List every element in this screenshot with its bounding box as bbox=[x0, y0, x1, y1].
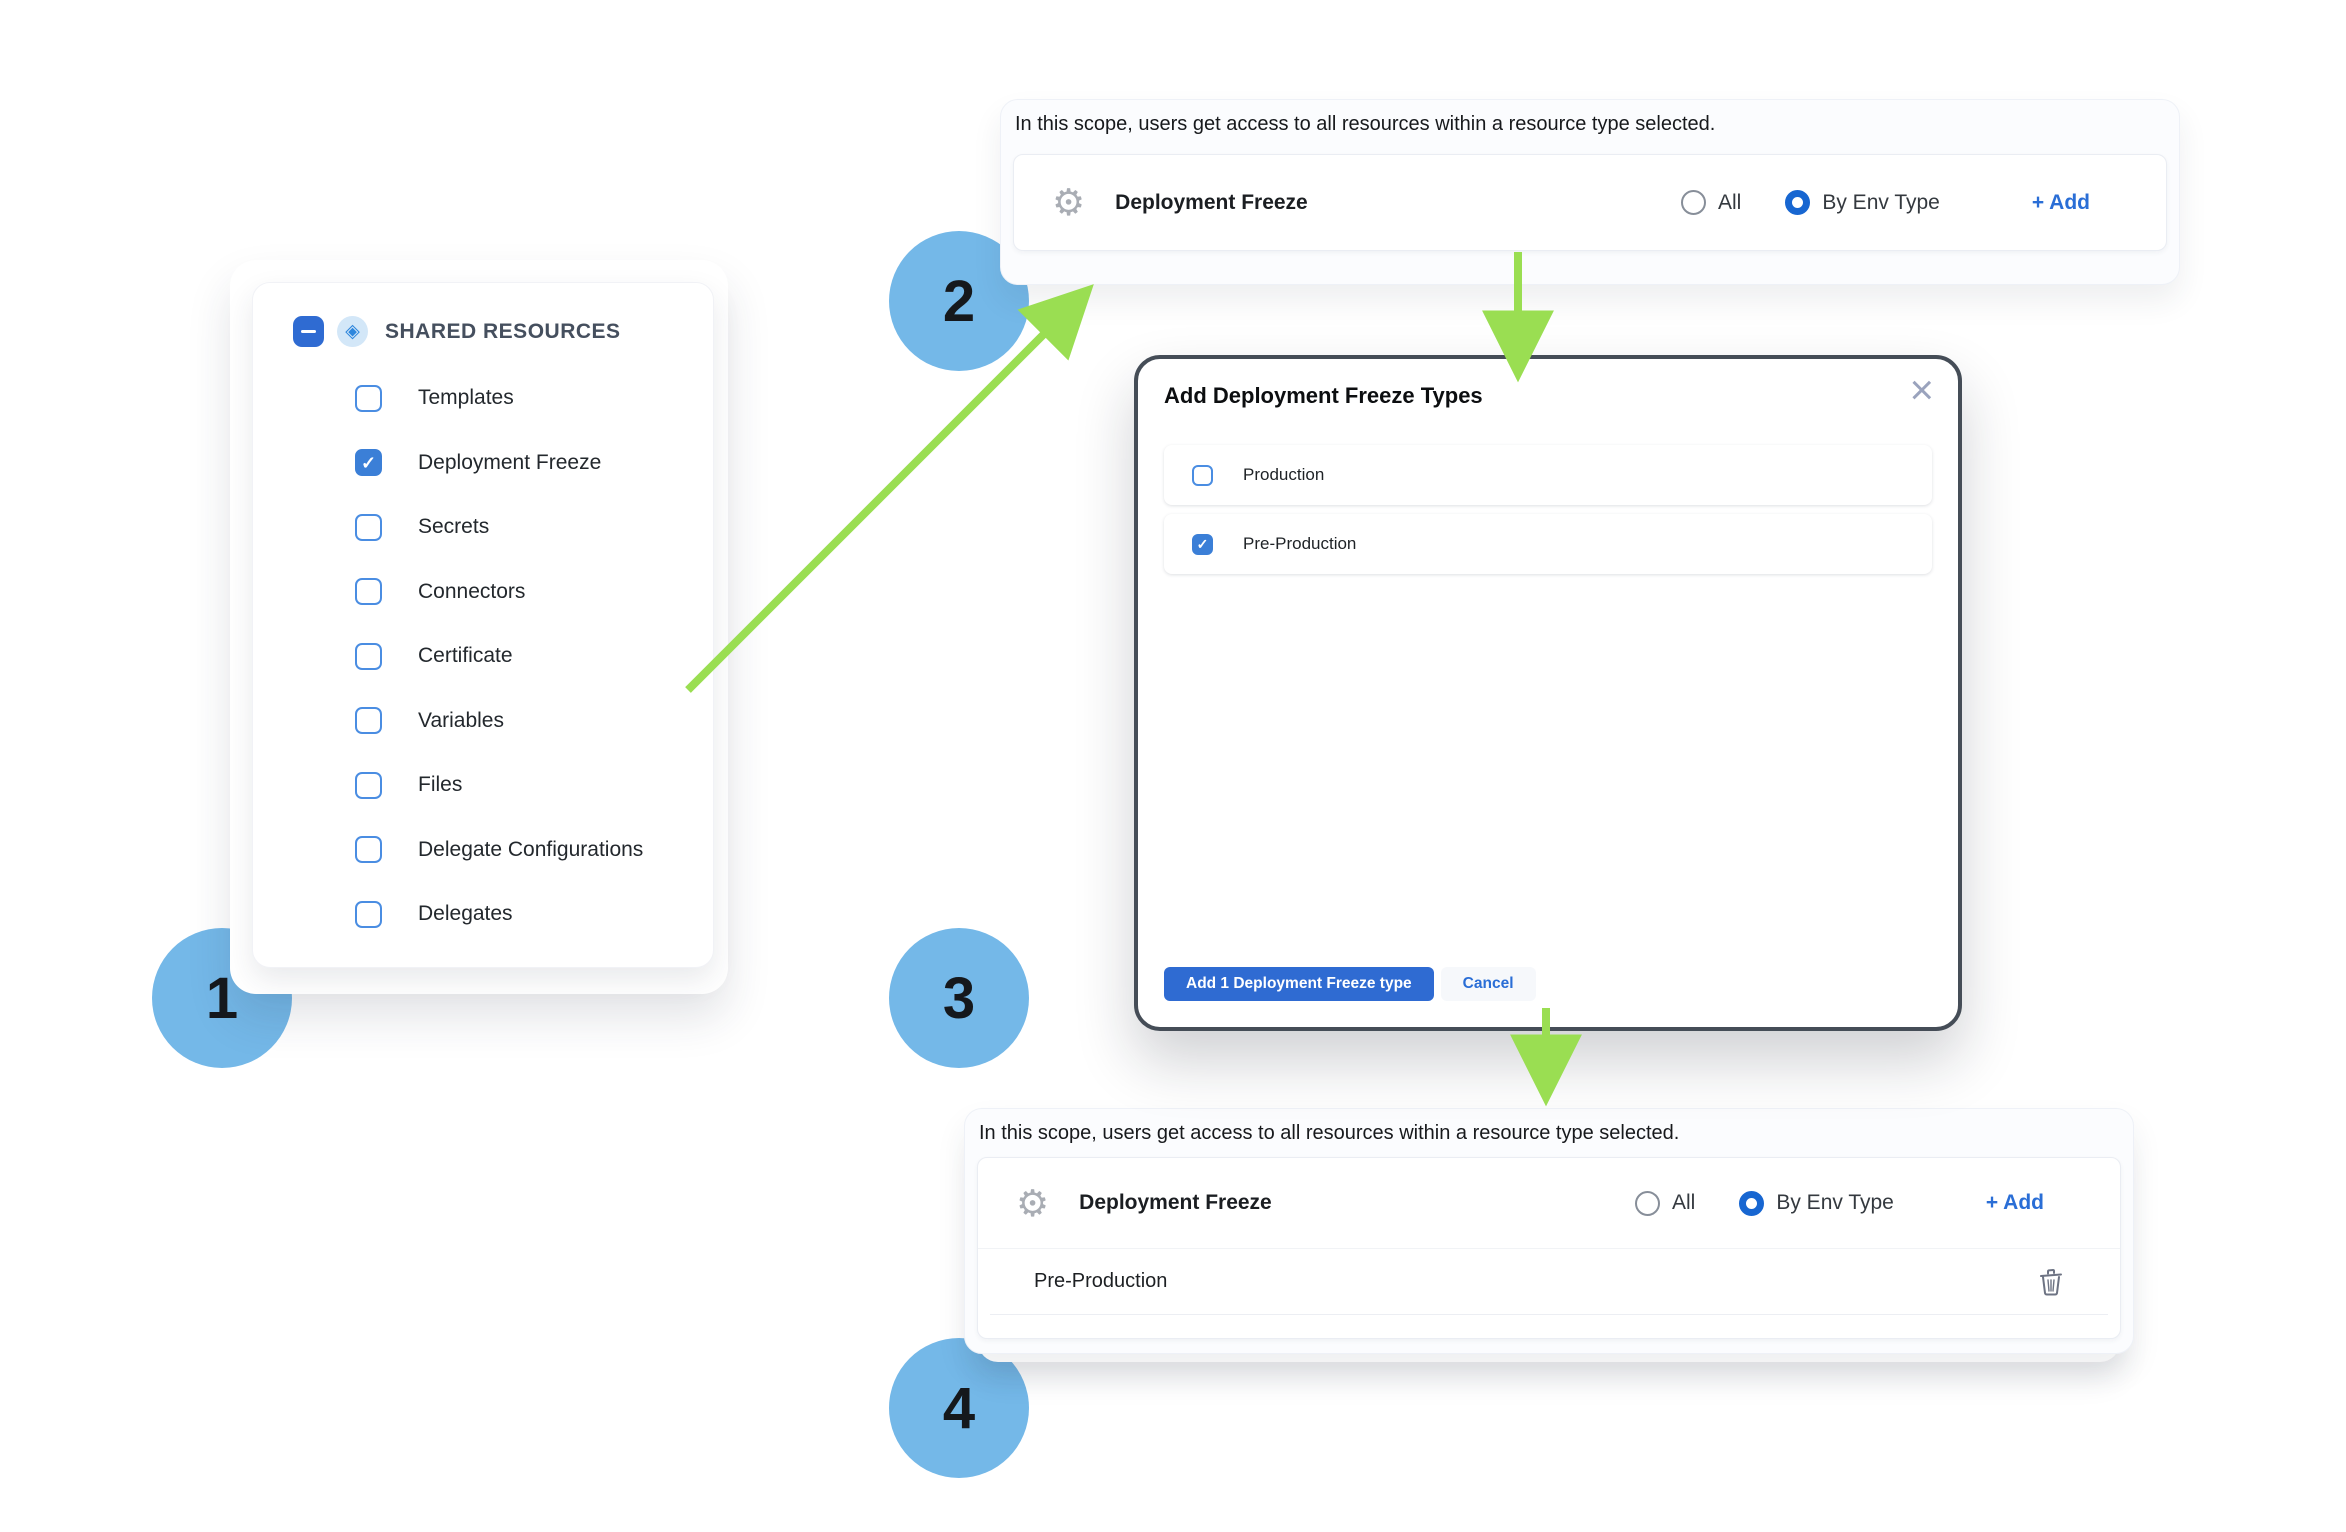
shared-resources-panel: ◈ SHARED RESOURCES ✓ Templates ✓ Deploym… bbox=[252, 282, 714, 968]
list-item-delegates: ✓ Delegates bbox=[355, 882, 693, 947]
scope-radio-group: All By Env Type + Add bbox=[1681, 190, 2090, 215]
checkbox-pre-production[interactable]: ✓ bbox=[1192, 533, 1213, 555]
list-item-secrets: ✓ Secrets bbox=[355, 495, 693, 560]
checkbox-files[interactable]: ✓ bbox=[355, 771, 382, 799]
option-label: Production bbox=[1243, 465, 1325, 484]
list-item-files: ✓ Files bbox=[355, 753, 693, 818]
radio-by-env-type[interactable] bbox=[1785, 190, 1811, 215]
checkbox-delegate-configurations[interactable]: ✓ bbox=[355, 836, 382, 864]
radio-by-env-type-label: By Env Type bbox=[1822, 190, 1940, 214]
check-icon: ✓ bbox=[360, 452, 377, 473]
scope-panel-top: In this scope, users get access to all r… bbox=[1000, 99, 2180, 285]
trash-icon[interactable] bbox=[2038, 1268, 2064, 1296]
item-label: Templates bbox=[418, 386, 514, 410]
scope-description: In this scope, users get access to all r… bbox=[979, 1122, 1680, 1144]
minus-icon bbox=[301, 329, 316, 334]
shared-resources-title: SHARED RESOURCES bbox=[385, 319, 621, 343]
item-label: Files bbox=[418, 773, 463, 797]
option-row-production: ✓ Production bbox=[1164, 445, 1932, 505]
scope-description: In this scope, users get access to all r… bbox=[1015, 113, 1716, 135]
list-item-variables: ✓ Variables bbox=[355, 689, 693, 754]
resource-type-row: ⚙ Deployment Freeze All By Env Type + Ad… bbox=[1013, 154, 2167, 251]
add-link[interactable]: + Add bbox=[2031, 190, 2090, 214]
list-item-certificate: ✓ Certificate bbox=[355, 624, 693, 689]
checkbox-secrets[interactable]: ✓ bbox=[355, 513, 382, 541]
resource-type-label: Deployment Freeze bbox=[1115, 190, 1308, 214]
item-label: Secrets bbox=[418, 515, 490, 539]
radio-all[interactable] bbox=[1681, 190, 1706, 215]
option-row-pre-production: ✓ Pre-Production bbox=[1164, 514, 1932, 574]
checkbox-certificate[interactable]: ✓ bbox=[355, 642, 382, 670]
checkbox-connectors[interactable]: ✓ bbox=[355, 578, 382, 606]
item-label: Certificate bbox=[418, 644, 513, 668]
radio-all-label: All bbox=[1672, 1191, 1696, 1214]
arrow-step1-to-step2 bbox=[685, 284, 1094, 693]
resource-group-icon: ◈ bbox=[337, 316, 368, 347]
step-badge-4: 4 bbox=[889, 1338, 1029, 1478]
env-type-entry-label: Pre-Production bbox=[1034, 1270, 1168, 1292]
gear-icon: ⚙ bbox=[1016, 1182, 1050, 1224]
close-icon[interactable]: × bbox=[1909, 366, 1934, 413]
gear-icon: ⚙ bbox=[1052, 182, 1086, 223]
shared-resources-header: ◈ SHARED RESOURCES bbox=[293, 316, 621, 347]
divider bbox=[990, 1314, 2108, 1315]
item-label: Delegates bbox=[418, 902, 513, 926]
cancel-button[interactable]: Cancel bbox=[1440, 967, 1536, 1001]
check-icon: ✓ bbox=[1196, 536, 1209, 552]
env-type-entry-row: Pre-Production bbox=[978, 1248, 2120, 1314]
list-item-deployment-freeze: ✓ Deployment Freeze bbox=[355, 431, 693, 496]
item-label: Connectors bbox=[418, 579, 526, 603]
collapse-button[interactable] bbox=[293, 316, 324, 347]
scope-radio-group: All By Env Type + Add bbox=[1635, 1190, 2044, 1216]
add-link[interactable]: + Add bbox=[1985, 1191, 2044, 1214]
checkbox-production[interactable]: ✓ bbox=[1192, 464, 1213, 486]
add-deployment-freeze-type-button[interactable]: Add 1 Deployment Freeze type bbox=[1164, 967, 1434, 1001]
item-label: Deployment Freeze bbox=[418, 450, 602, 474]
radio-by-env-type-label: By Env Type bbox=[1776, 1191, 1894, 1214]
checkbox-templates[interactable]: ✓ bbox=[355, 384, 382, 412]
modal-footer: Add 1 Deployment Freeze type Cancel bbox=[1164, 967, 1536, 1001]
resource-type-label: Deployment Freeze bbox=[1079, 1191, 1272, 1214]
list-item-delegate-configurations: ✓ Delegate Configurations bbox=[355, 818, 693, 883]
checkbox-delegates[interactable]: ✓ bbox=[355, 900, 382, 928]
modal-title: Add Deployment Freeze Types bbox=[1164, 383, 1483, 408]
resource-type-row: ⚙ Deployment Freeze All By Env Type + Ad… bbox=[978, 1158, 2120, 1248]
checkbox-variables[interactable]: ✓ bbox=[355, 707, 382, 735]
resource-type-card: ⚙ Deployment Freeze All By Env Type + Ad… bbox=[977, 1157, 2121, 1339]
list-item-connectors: ✓ Connectors bbox=[355, 560, 693, 625]
add-deployment-freeze-types-modal: Add Deployment Freeze Types × ✓ Producti… bbox=[1134, 355, 1962, 1031]
resource-type-list: ✓ Templates ✓ Deployment Freeze ✓ Secret… bbox=[355, 366, 693, 947]
diamond-icon: ◈ bbox=[345, 321, 360, 342]
radio-all-label: All bbox=[1718, 190, 1742, 214]
step-badge-3: 3 bbox=[889, 928, 1029, 1068]
env-type-options: ✓ Production ✓ Pre-Production bbox=[1164, 445, 1932, 583]
option-label: Pre-Production bbox=[1243, 534, 1357, 553]
scope-panel-bottom: In this scope, users get access to all r… bbox=[964, 1108, 2134, 1354]
radio-all[interactable] bbox=[1635, 1190, 1660, 1216]
checkbox-deployment-freeze[interactable]: ✓ bbox=[355, 449, 382, 477]
item-label: Variables bbox=[418, 708, 504, 732]
radio-by-env-type[interactable] bbox=[1739, 1190, 1765, 1216]
item-label: Delegate Configurations bbox=[418, 837, 644, 861]
list-item-templates: ✓ Templates bbox=[355, 366, 693, 431]
